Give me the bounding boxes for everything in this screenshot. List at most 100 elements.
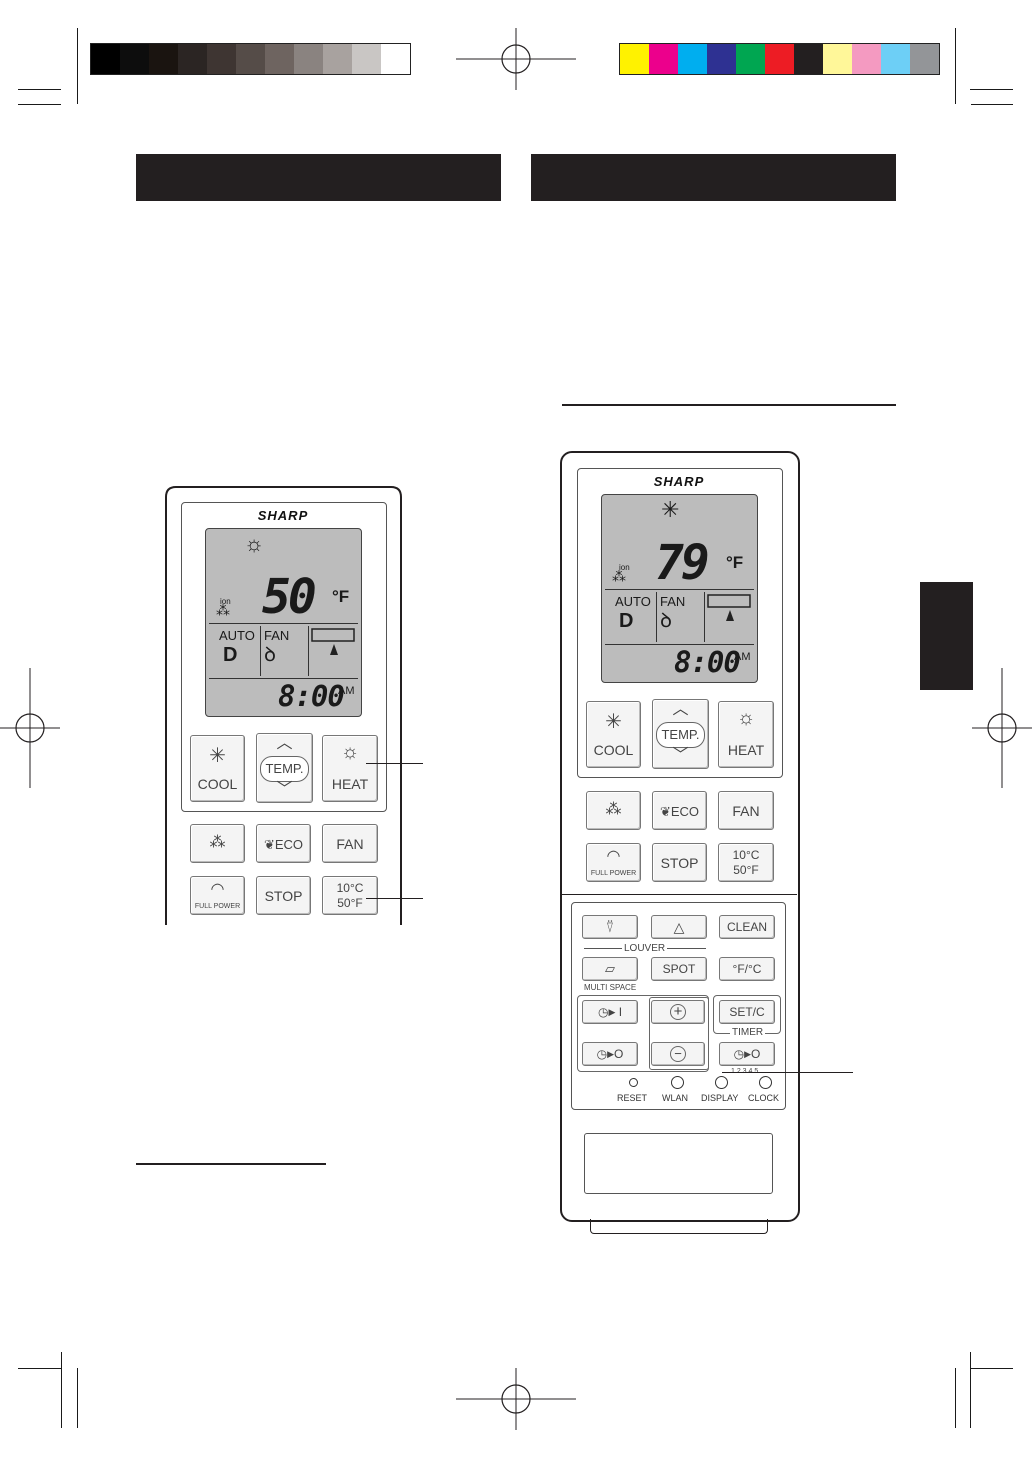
- fan-swirl-icon: ꝺ: [264, 644, 276, 666]
- snowflake-icon: ✳: [605, 711, 622, 733]
- color-swatch: [852, 44, 881, 74]
- lcd-divider: [260, 626, 261, 676]
- section-header-bar-left: [136, 154, 501, 201]
- color-swatch: [381, 44, 410, 74]
- timer-adjust-frame: [649, 997, 709, 1070]
- cmyk-color-bar: [619, 43, 940, 75]
- registration-target-top: [456, 28, 576, 90]
- clean-button[interactable]: CLEAN: [719, 915, 775, 939]
- chevron-down-icon: ﹀: [672, 747, 689, 764]
- fan-button[interactable]: FAN: [718, 791, 774, 830]
- temperature-readout: 50: [262, 569, 317, 625]
- lcd-divider: [209, 678, 358, 679]
- remote-right-bottom-tab: [590, 1219, 768, 1234]
- temp-rocker-button[interactable]: ︿ TEMP. ﹀: [652, 699, 709, 769]
- stop-button[interactable]: STOP: [652, 843, 707, 882]
- display-button[interactable]: [715, 1076, 728, 1089]
- ion-icon: ⁂: [216, 602, 230, 618]
- minus-icon: −: [670, 1046, 686, 1062]
- clock-icon: ◷: [596, 1047, 608, 1061]
- snowflake-icon: ✳: [209, 745, 226, 767]
- callout-line-heat: [366, 763, 423, 764]
- remote-lower-window: [584, 1133, 773, 1194]
- ion-button[interactable]: ⁂: [190, 824, 245, 863]
- lcd-divider: [209, 623, 358, 624]
- cool-button[interactable]: ✳ COOL: [190, 735, 245, 802]
- lcd-display: ✳ ion ⁂ 79 °F AUTO FAN D ꝺ 8:00 AM: [601, 494, 758, 683]
- temperature-unit: °F: [332, 587, 350, 606]
- stop-button[interactable]: STOP: [256, 876, 311, 915]
- heat-button[interactable]: ☼ HEAT: [322, 735, 378, 802]
- color-swatch: [178, 44, 207, 74]
- lcd-divider: [605, 644, 754, 645]
- wlan-button[interactable]: [671, 1076, 684, 1089]
- auto-label: AUTO: [615, 594, 651, 609]
- timer-off-right-button[interactable]: ◷▶O: [719, 1042, 775, 1066]
- lcd-display: ☼ ion ⁂ 50 °F AUTO FAN D ꝺ 8:00 AM: [205, 528, 362, 717]
- brand-logo: SHARP: [257, 508, 309, 523]
- clock-icon: ◷: [733, 1047, 745, 1061]
- chapter-tab: [920, 582, 973, 690]
- louver-up-button[interactable]: ⍢: [582, 915, 638, 939]
- color-swatch: [707, 44, 736, 74]
- full-power-button[interactable]: ◠ FULL POWER: [586, 843, 641, 882]
- eco-button[interactable]: ❦ECO: [652, 791, 707, 830]
- reset-label: RESET: [617, 1093, 648, 1103]
- callout-line-display: [722, 1072, 853, 1073]
- remote-left-outline: [165, 486, 402, 925]
- fan-button[interactable]: FAN: [322, 824, 378, 863]
- heat-button[interactable]: ☼ HEAT: [718, 701, 774, 768]
- auto-label: AUTO: [219, 628, 255, 643]
- ion-icon: ⁂: [605, 801, 622, 818]
- multi-space-button[interactable]: ▱: [582, 957, 638, 981]
- temp-rocker-button[interactable]: ︿ TEMP. ﹀: [256, 733, 313, 803]
- color-swatch: [120, 44, 149, 74]
- color-swatch: [323, 44, 352, 74]
- chevron-up-icon: ︿: [672, 701, 689, 718]
- lcd-divider: [656, 592, 657, 642]
- ion-button[interactable]: ⁂: [586, 791, 641, 830]
- color-swatch: [620, 44, 649, 74]
- color-swatch: [823, 44, 852, 74]
- chevron-down-icon: ﹀: [276, 781, 293, 798]
- color-swatch: [881, 44, 910, 74]
- unit-toggle-button[interactable]: °F/°C: [719, 957, 775, 981]
- fan-swirl-icon: ꝺ: [660, 610, 672, 632]
- timer-off-button[interactable]: ◷▶O: [582, 1042, 638, 1066]
- full-power-icon: ◠: [210, 881, 225, 898]
- temperature-readout: 79: [655, 535, 710, 591]
- minus-button[interactable]: −: [651, 1042, 705, 1066]
- lcd-divider: [308, 626, 309, 676]
- clock-button[interactable]: [759, 1076, 772, 1089]
- remote-cover-seam: [561, 894, 797, 895]
- clock-readout: 8:00: [278, 679, 345, 713]
- timer-on-button[interactable]: ◷▶ I: [582, 1000, 638, 1024]
- full-power-button[interactable]: ◠ FULL POWER: [190, 876, 245, 915]
- ion-icon: ⁂: [209, 834, 226, 851]
- plus-button[interactable]: +: [651, 1000, 705, 1024]
- lcd-divider: [704, 592, 705, 642]
- chevron-up-icon: ︿: [276, 735, 293, 752]
- set-c-button[interactable]: SET/C: [719, 1000, 775, 1024]
- spot-button[interactable]: SPOT: [651, 957, 707, 981]
- wlan-label: WLAN: [662, 1093, 689, 1103]
- reset-button[interactable]: [629, 1078, 638, 1087]
- fan-label: FAN: [264, 628, 290, 643]
- temp-label: TEMP.: [260, 756, 309, 782]
- section-rule-right: [562, 404, 896, 406]
- eco-button[interactable]: ❦ECO: [256, 824, 311, 863]
- louver-fixed-icon: △: [673, 918, 685, 935]
- louver-swing-icon: ⍢: [605, 918, 615, 935]
- temp-preset-button[interactable]: 10°C 50°F: [322, 876, 378, 915]
- temperature-unit: °F: [726, 553, 744, 572]
- color-swatch: [149, 44, 178, 74]
- color-swatch: [91, 44, 120, 74]
- louver-label: LOUVER: [622, 943, 668, 954]
- temp-preset-button[interactable]: 10°C 50°F: [718, 843, 774, 882]
- louver-icon: [311, 628, 355, 655]
- leaf-icon: ❦: [659, 804, 671, 819]
- cool-button[interactable]: ✳ COOL: [586, 701, 641, 768]
- louver-down-button[interactable]: △: [651, 915, 707, 939]
- full-power-icon: ◠: [606, 848, 621, 865]
- auto-mode-icon: D: [223, 644, 238, 666]
